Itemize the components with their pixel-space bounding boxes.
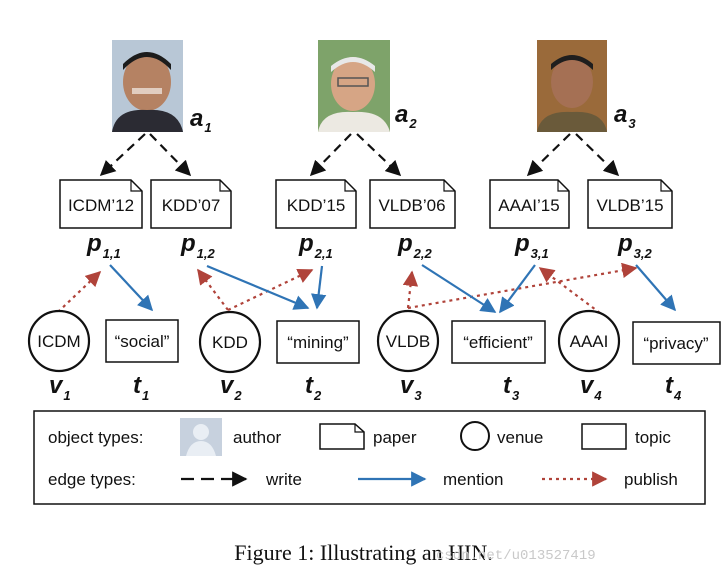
author-icon (180, 418, 222, 456)
topic-symbol-t4: t4 (665, 372, 682, 403)
paper-symbol-p31: p3,1 (514, 230, 549, 261)
paper-node-p21: KDD’15 (275, 179, 357, 229)
author-photo-a1 (112, 40, 183, 132)
venue-symbol-v2: v2 (220, 372, 242, 403)
write-edge-a2-p21 (309, 133, 352, 177)
publish-edge-v2-p12 (197, 268, 229, 311)
publish-edge-v2-p21 (227, 269, 314, 311)
legend-author: author (233, 428, 282, 447)
topic-symbol-t1: t1 (133, 372, 149, 403)
legend-venue: venue (497, 428, 543, 447)
venue-symbol-v3: v3 (400, 372, 422, 403)
topic-icon (581, 423, 627, 450)
paper-icon (319, 423, 365, 450)
figure-caption: Figure 1: Illustrating an HIN. (234, 540, 493, 565)
mention-edge-p12-t2 (206, 264, 310, 310)
mention-edge-p11-t1 (109, 264, 154, 312)
topic-symbol-t2: t2 (305, 372, 322, 403)
venue-node-v4: AAAI (557, 309, 621, 373)
venue-node-v2: KDD (198, 310, 262, 374)
topic-node-t1: “social” (105, 319, 179, 363)
legend-mention: mention (443, 470, 503, 489)
venue-node-v1: ICDM (27, 309, 91, 373)
author-photo-a3 (537, 40, 607, 132)
legend-edge-types-label: edge types: (48, 470, 136, 489)
paper-node-p11: ICDM’12 (59, 179, 143, 229)
paper-symbol-p21: p2,1 (298, 230, 333, 261)
topic-node-t3: “efficient” (451, 320, 546, 364)
write-edge-a1-p12 (149, 133, 192, 177)
venue-label: AAAI (570, 332, 609, 351)
watermark: csdn.net/u013527419 (436, 548, 596, 564)
write-edges (99, 133, 620, 177)
topic-node-t4: “privacy” (632, 321, 721, 365)
venue-symbol-v1: v1 (49, 372, 71, 403)
paper-symbol-p12: p1,2 (180, 230, 216, 261)
paper-node-p22: VLDB’06 (369, 179, 456, 229)
venue-icon (460, 421, 490, 451)
author-label-a1: a1 (190, 105, 212, 135)
paper-node-p31: AAAI’15 (489, 179, 570, 229)
mention-edge-p31-t3 (499, 264, 536, 314)
venue-node-v3: VLDB (376, 309, 440, 373)
paper-label: VLDB’15 (596, 196, 663, 215)
mention-edge-p21-t2 (310, 265, 327, 310)
topic-node-t2: “mining” (276, 320, 360, 364)
legend-object-types-label: object types: (48, 428, 143, 447)
paper-label: ICDM’12 (68, 196, 134, 215)
paper-label: AAAI’15 (498, 196, 559, 215)
publish-edges (57, 262, 638, 314)
paper-symbol-p11: p1,1 (86, 230, 121, 261)
hin-diagram: a1 a2 a3 ICDM’12 KDD’07 KDD’15 VLDB’06 A… (27, 40, 721, 505)
write-edge-a3-p31 (526, 133, 571, 177)
venue-symbol-v4: v4 (580, 372, 602, 403)
author-label-a3: a3 (614, 101, 636, 131)
publish-edge-v3-p22 (402, 270, 419, 309)
paper-node-p12: KDD’07 (150, 179, 232, 229)
topic-label: “efficient” (463, 333, 533, 352)
venue-label: KDD (212, 333, 248, 352)
write-edge-a1-p11 (99, 133, 146, 177)
write-edge-a3-p32 (575, 133, 620, 177)
venue-label: ICDM (37, 332, 80, 351)
legend: object types: author paper venue topic e… (33, 410, 706, 505)
paper-label: VLDB’06 (378, 196, 445, 215)
mention-edge-p32-t4 (635, 264, 677, 312)
paper-symbol-p22: p2,2 (397, 230, 433, 261)
mention-edges (109, 264, 677, 314)
publish-edge-v4-p31 (538, 267, 601, 314)
paper-label: KDD’15 (287, 196, 346, 215)
author-photo-a2 (318, 40, 390, 132)
venue-label: VLDB (386, 332, 430, 351)
author-label-a2: a2 (395, 101, 417, 131)
legend-publish: publish (624, 470, 678, 489)
write-edge-a2-p22 (356, 133, 402, 177)
mention-edge-p22-t3 (421, 264, 497, 313)
topic-label: “social” (115, 332, 170, 351)
topic-label: “privacy” (643, 334, 709, 353)
publish-edge-v3-p32 (407, 262, 638, 310)
legend-topic: topic (635, 428, 671, 447)
paper-symbol-p32: p3,2 (617, 230, 653, 261)
publish-edge-v1-p11 (57, 270, 102, 313)
paper-label: KDD’07 (162, 196, 221, 215)
legend-write: write (265, 470, 302, 489)
legend-paper: paper (373, 428, 417, 447)
topic-symbol-t3: t3 (503, 372, 520, 403)
paper-node-p32: VLDB’15 (587, 179, 673, 229)
topic-label: “mining” (287, 333, 349, 352)
